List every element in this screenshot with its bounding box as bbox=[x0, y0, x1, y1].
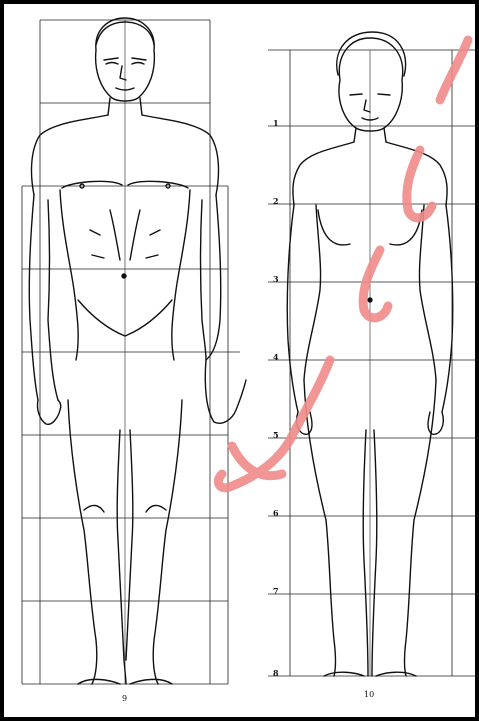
grid-row-8-label: 8 bbox=[273, 668, 279, 678]
grid-row-1-label: 1 bbox=[273, 118, 279, 128]
grid-row-4-label: 4 bbox=[273, 352, 279, 362]
figure-10-caption: 10 bbox=[364, 690, 374, 699]
grid-row-7-label: 7 bbox=[273, 586, 279, 596]
male-proportion-grid bbox=[22, 20, 240, 684]
female-proportion-grid bbox=[268, 50, 479, 676]
watermark-logo bbox=[218, 40, 468, 488]
figure-9-caption: 9 bbox=[122, 694, 127, 703]
grid-row-3-label: 3 bbox=[273, 274, 279, 284]
grid-row-2-label: 2 bbox=[273, 196, 279, 206]
male-figure bbox=[29, 18, 246, 684]
grid-row-6-label: 6 bbox=[273, 508, 279, 518]
grid-row-5-label: 5 bbox=[273, 430, 279, 440]
